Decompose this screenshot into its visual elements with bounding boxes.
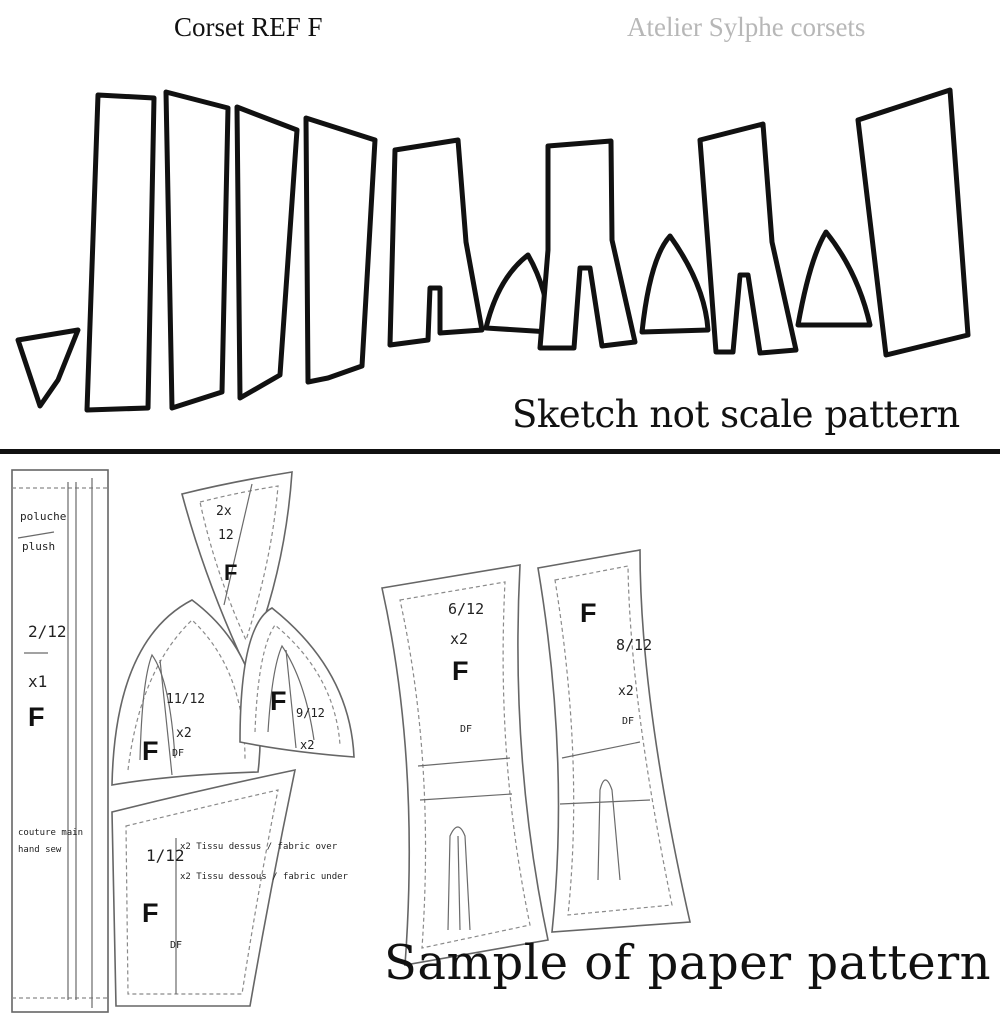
strip-note-3: couture main — [18, 828, 84, 838]
pattern-title: Corset REF F — [174, 12, 323, 42]
top-gore-fraction: 12 — [218, 528, 234, 543]
brand-watermark: Atelier Sylphe corsets — [627, 12, 866, 42]
sketch-piece-4 — [234, 104, 300, 401]
sketch-piece-1 — [15, 327, 81, 409]
sketch-piece-5 — [303, 115, 378, 385]
bottom-panel-qty-1: x2 Tissu dessus / fabric over — [180, 842, 338, 852]
sketch-piece-10 — [697, 121, 799, 356]
sketch-piece-11 — [795, 229, 873, 328]
panel-8-qty: x2 — [618, 684, 634, 699]
strip-letter: F — [28, 702, 45, 732]
gore-left-mark: DF — [172, 748, 185, 759]
sketch-piece-3 — [163, 89, 231, 411]
gore-left-qty: x2 — [176, 726, 192, 741]
gore-left-fraction: 11/12 — [166, 692, 206, 707]
bottom-panel-qty-2: x2 Tissu dessous / fabric under — [180, 872, 348, 882]
top-gore-qty: 2x — [216, 504, 232, 519]
section-divider — [0, 449, 1000, 454]
bottom-panel-letter: F — [142, 898, 159, 928]
panel-8-letter: F — [580, 598, 597, 628]
panel-8-mark: DF — [622, 716, 635, 727]
panel-6-qty: x2 — [450, 630, 469, 648]
sketch-piece-6 — [387, 137, 485, 348]
paper-top-gore — [181, 471, 293, 670]
paper-strip — [11, 469, 109, 1013]
panel-6-letter: F — [452, 656, 469, 686]
gore-right-letter: F — [270, 686, 287, 716]
bottom-panel-mark: DF — [170, 940, 183, 951]
strip-note-2: plush — [22, 540, 56, 553]
gore-right-fraction: 9/12 — [296, 706, 325, 720]
panel-8-fraction: 8/12 — [616, 636, 653, 654]
paper-panel-6 — [381, 564, 549, 966]
panel-6-mark: DF — [460, 724, 473, 735]
sketch-piece-2 — [84, 92, 157, 413]
paper-panel-8 — [537, 549, 691, 933]
paper-bottom-panel — [111, 768, 297, 1007]
strip-note-4: hand sew — [18, 845, 62, 855]
strip-fraction: 2/12 — [28, 622, 67, 641]
sketch-piece-12 — [855, 87, 971, 358]
top-gore-letter: F — [224, 560, 238, 585]
sketch-pieces — [15, 87, 971, 413]
gore-left-letter: F — [142, 736, 159, 766]
paper-gore-left — [111, 599, 261, 786]
paper-gore-right — [239, 607, 355, 758]
sketch-piece-8 — [537, 138, 638, 351]
paper-pattern-caption: Sample of paper pattern — [384, 935, 992, 991]
gore-right-qty: x2 — [300, 738, 315, 752]
panel-6-fraction: 6/12 — [448, 600, 485, 618]
strip-note-1: poluche — [20, 510, 67, 523]
sketch-caption: Sketch not scale pattern — [512, 393, 960, 436]
sketch-piece-9 — [639, 233, 711, 335]
bottom-panel-fraction: 1/12 — [146, 846, 185, 865]
strip-qty: x1 — [28, 672, 48, 691]
